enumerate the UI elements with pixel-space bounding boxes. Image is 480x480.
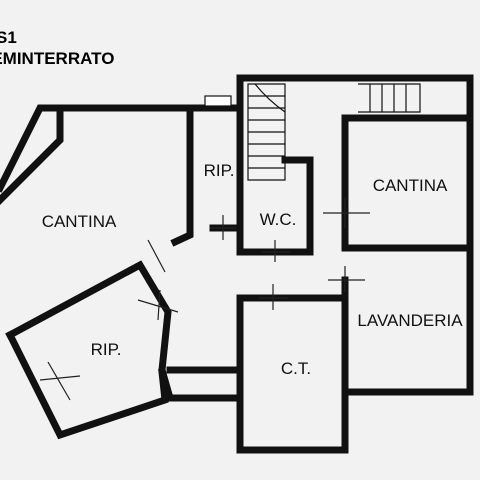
room-label-rip-lower: RIP.: [90, 340, 122, 359]
wall-cantina-left-inner: [0, 106, 64, 205]
door-lavanderia: [328, 266, 365, 292]
floor-level: S1: [0, 28, 17, 47]
door-rip-upper: [210, 215, 236, 240]
floor-title: SEMINTERRATO: [0, 49, 115, 68]
door-ct: [258, 284, 288, 310]
stair-top: [358, 83, 421, 113]
room-label-lavanderia: LAVANDERIA: [357, 311, 463, 330]
door-rip-lower: [137, 289, 179, 321]
window-top: [204, 95, 232, 107]
room-label-wc: W.C.: [259, 210, 297, 229]
wall-wc: [236, 156, 314, 256]
wall-lavanderia: [341, 244, 474, 396]
wall-stair: [236, 74, 474, 116]
door-cantina-right: [323, 198, 370, 228]
stair-flight: [247, 83, 286, 181]
wall-rip-lower: [5, 260, 244, 402]
room-label-ct: C.T.: [280, 359, 312, 378]
room-label-cantina-right: CANTINA: [372, 176, 448, 195]
wall-rip-lower-2: [5, 330, 169, 440]
door-rip-lower-left: [39, 361, 81, 401]
door-cantina-left: [147, 239, 166, 273]
door-wc: [262, 240, 290, 262]
room-label-rip-upper: RIP.: [203, 161, 235, 180]
room-label-cantina-left: CANTINA: [41, 212, 117, 231]
stair-landing: [254, 83, 286, 113]
